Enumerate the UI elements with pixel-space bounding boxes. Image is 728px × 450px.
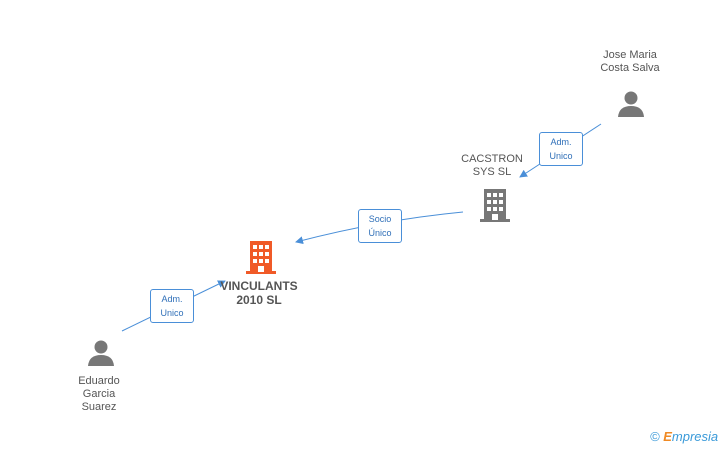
person-icon[interactable] [87, 339, 115, 367]
node-cacstron-name-line1: CACSTRON [461, 153, 523, 165]
relation-badge-line1: Adm. [161, 294, 183, 304]
node-jose-label[interactable]: Jose Maria Costa Salva [580, 49, 680, 75]
brand-initial: E [663, 429, 672, 444]
node-eduardo-label[interactable]: Eduardo Garcia Suarez [49, 375, 149, 414]
empresia-watermark: © Empresia [650, 429, 718, 444]
relation-badge-line2: Único [368, 228, 392, 238]
relation-badge-line1: Socio [368, 214, 392, 224]
relation-badge-socio-unico[interactable]: Socio Único [358, 209, 402, 243]
person-icon[interactable] [617, 90, 645, 118]
relation-badge-line2: Unico [160, 308, 184, 318]
node-eduardo-name-line3: Suarez [81, 401, 117, 413]
node-jose-name-line1: Jose Maria [603, 49, 657, 61]
node-vinculants-label[interactable]: VINCULANTS 2010 SL [209, 279, 309, 307]
node-vinculants-name-line2: 2010 SL [236, 293, 282, 307]
building-icon[interactable] [478, 187, 512, 223]
node-eduardo-name-line2: Garcia [82, 388, 116, 400]
building-icon-focus[interactable] [244, 239, 278, 275]
brand-name: mpresia [671, 429, 719, 444]
node-cacstron-name-line2: SYS SL [472, 166, 512, 178]
node-vinculants-name-line1: VINCULANTS [220, 279, 298, 293]
relation-badge-adm-unico-vinculants[interactable]: Adm. Unico [150, 289, 194, 323]
relation-badge-line2: Unico [549, 151, 573, 161]
node-jose-name-line2: Costa Salva [600, 62, 660, 74]
copyright-symbol: © [650, 429, 660, 444]
node-eduardo-name-line1: Eduardo [78, 375, 120, 387]
node-cacstron-label[interactable]: CACSTRON SYS SL [442, 153, 542, 179]
relation-badge-adm-unico-cacstron[interactable]: Adm. Unico [539, 132, 583, 166]
relation-badge-line1: Adm. [550, 137, 572, 147]
